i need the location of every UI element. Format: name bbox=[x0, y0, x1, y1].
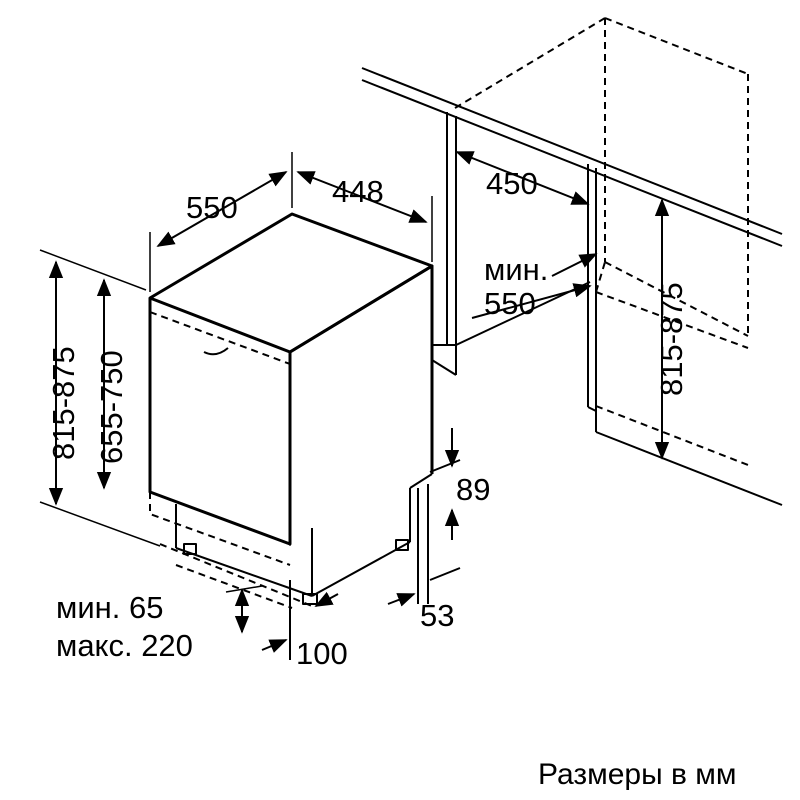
dimension-door-height: 655-750 bbox=[94, 278, 129, 490]
label-height-total: 815-875 bbox=[46, 346, 81, 460]
label-min-65: мин. 65 bbox=[56, 590, 163, 625]
dimension-depth: 550 bbox=[149, 152, 293, 292]
dimension-foot: мин. 65 макс. 220 100 bbox=[56, 580, 348, 671]
caption-units: Размеры в мм bbox=[538, 758, 737, 791]
label-niche-depth: 550 bbox=[484, 286, 536, 321]
dimension-niche-width: 450 bbox=[455, 151, 590, 205]
label-max-220: макс. 220 bbox=[56, 628, 193, 663]
dimension-plinth: 89 53 bbox=[387, 428, 490, 633]
label-plinth-53: 53 bbox=[420, 598, 454, 633]
label-niche-depth-min: мин. bbox=[484, 252, 548, 287]
label-niche-height: 815-875 bbox=[654, 282, 689, 396]
dimension-niche-depth: мин. 550 bbox=[471, 252, 598, 321]
label-depth: 550 bbox=[186, 190, 238, 225]
label-width: 448 bbox=[332, 174, 384, 209]
dimension-width: 448 bbox=[296, 171, 433, 262]
label-niche-width: 450 bbox=[486, 166, 538, 201]
label-foot-100: 100 bbox=[296, 636, 348, 671]
dimension-height-total: 815-875 bbox=[39, 249, 161, 547]
label-plinth-89: 89 bbox=[456, 472, 490, 507]
installation-niche bbox=[361, 17, 783, 506]
dimension-niche-height: 815-875 bbox=[654, 198, 689, 460]
dishwasher-body bbox=[148, 212, 434, 609]
label-door-height: 655-750 bbox=[94, 350, 129, 464]
